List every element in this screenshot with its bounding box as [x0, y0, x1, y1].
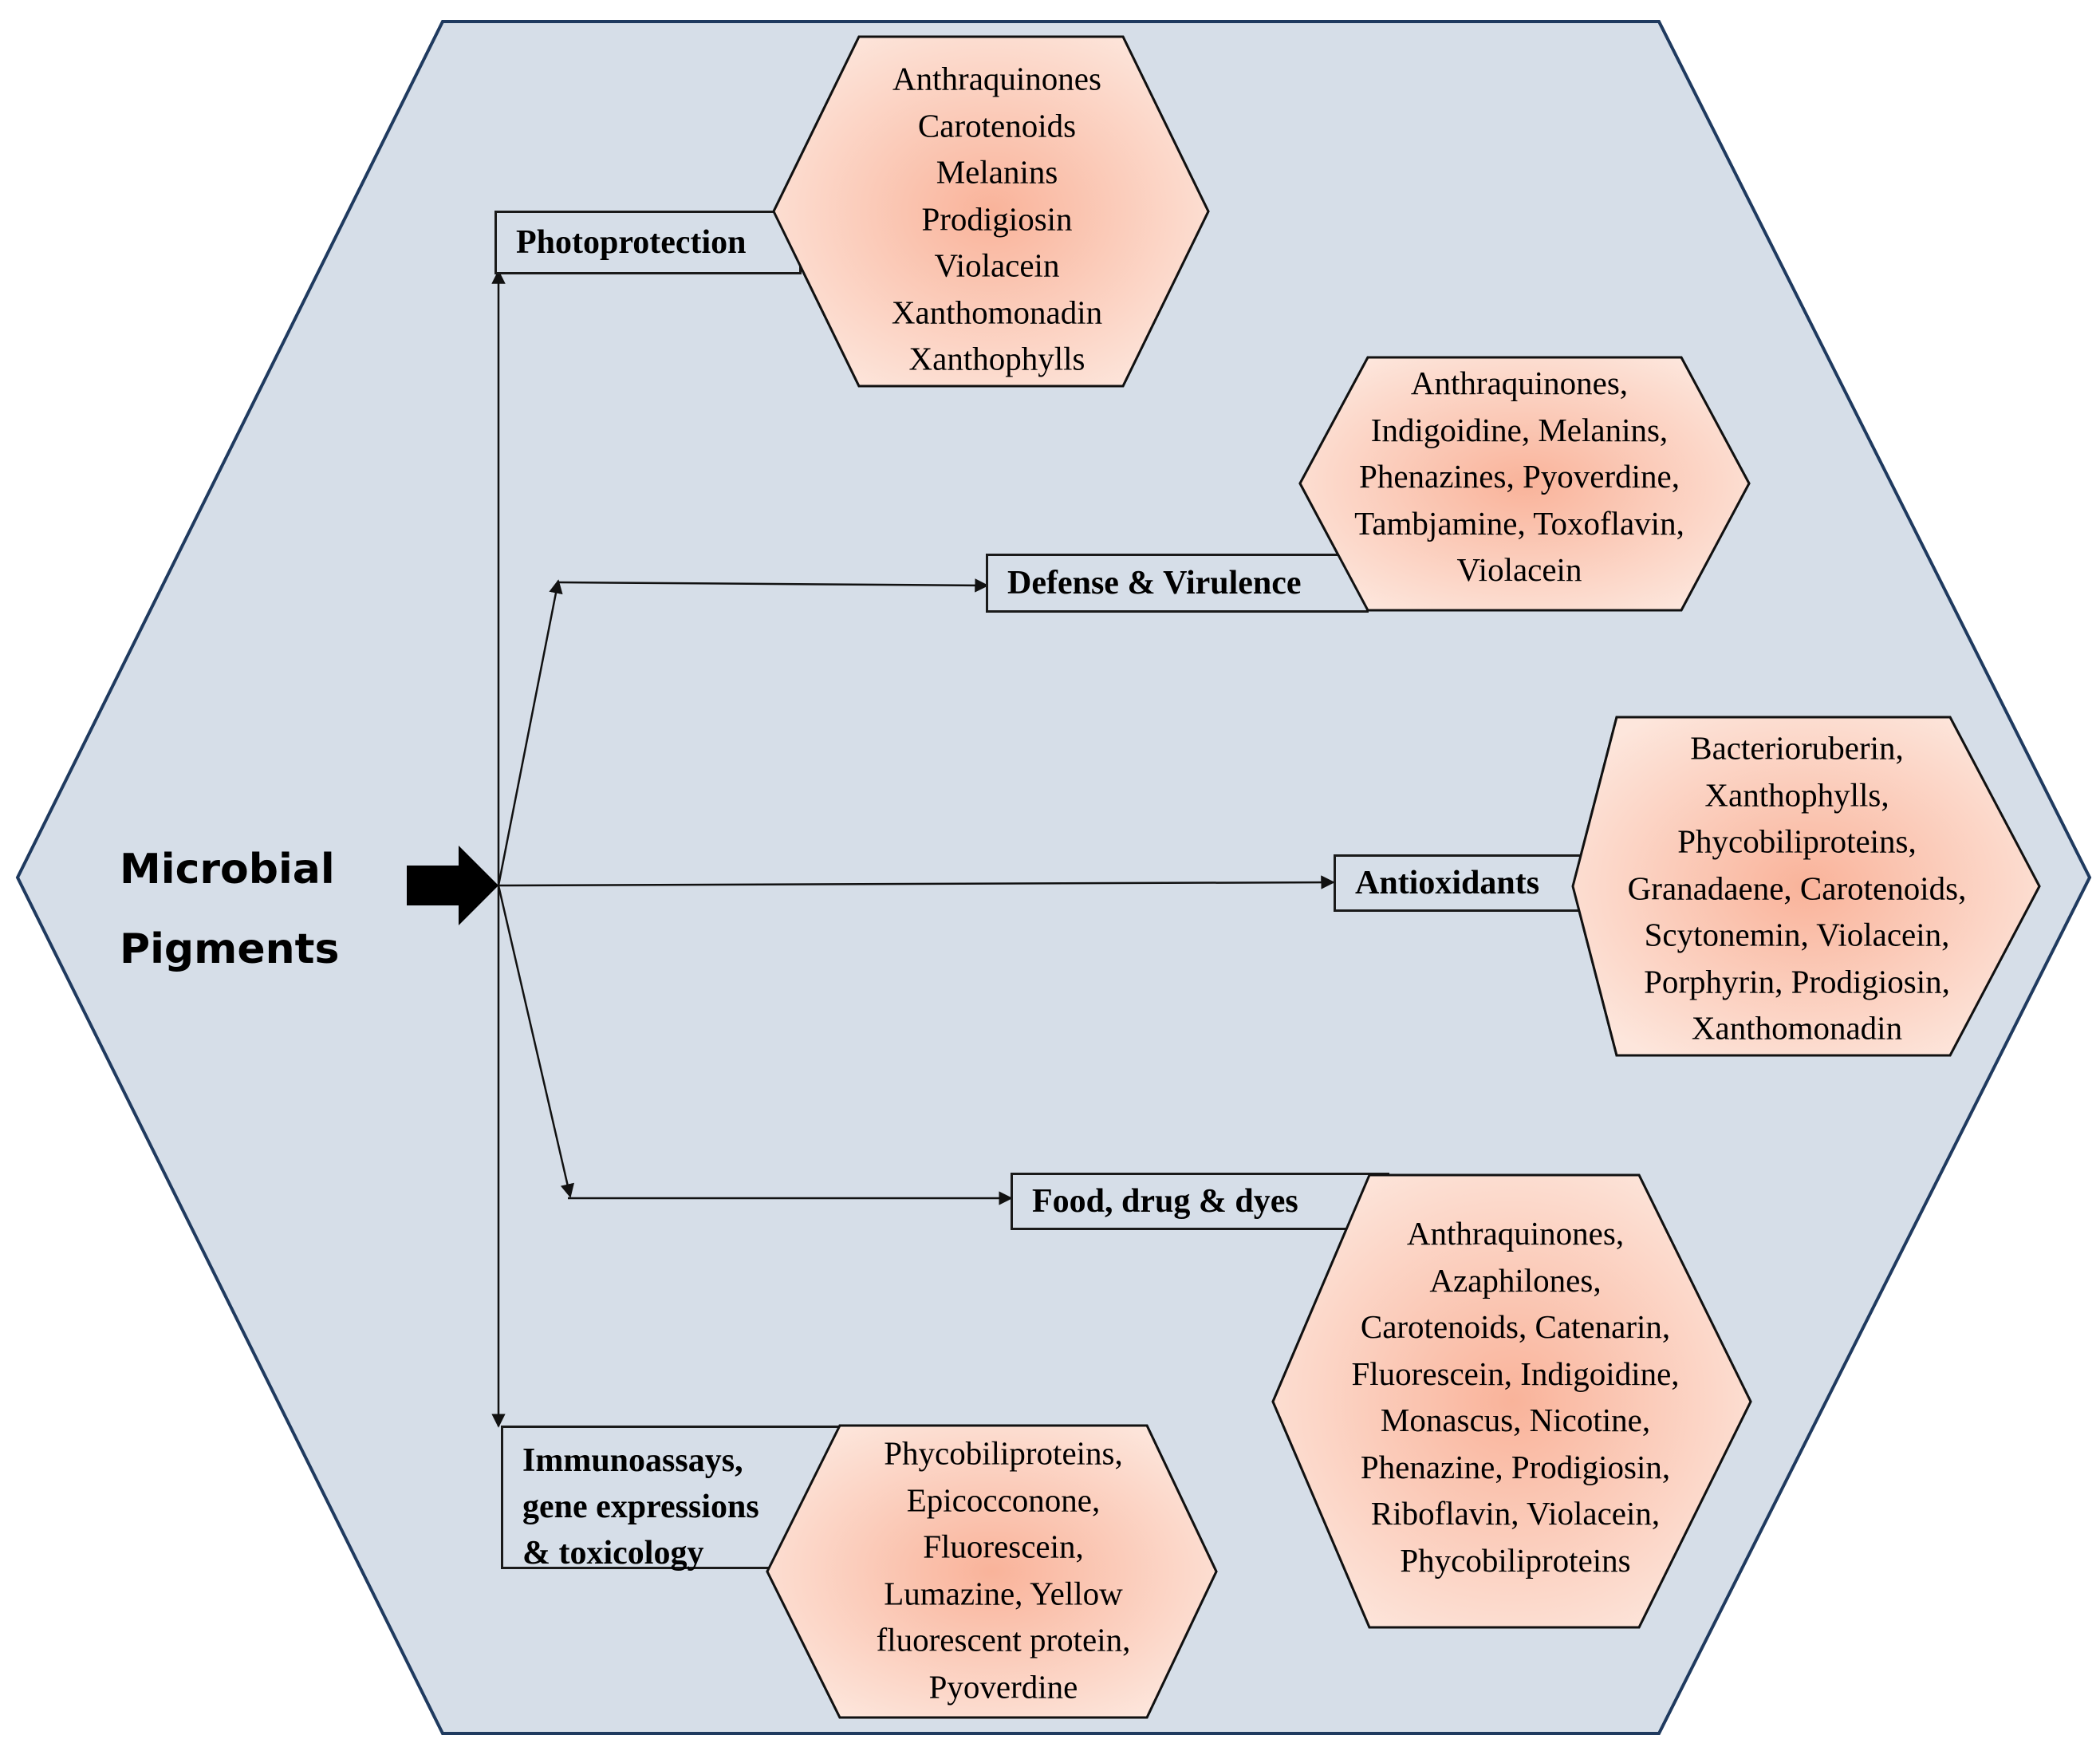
pigment-item: Riboflavin, Violacein, [1370, 1495, 1661, 1532]
pigment-item: Carotenoids, Catenarin, [1360, 1308, 1671, 1345]
connector-defense-diag [497, 579, 563, 886]
connector-food-diag [497, 885, 574, 1198]
pigment-item: Lumazine, Yellow [884, 1575, 1123, 1611]
pigment-item: Xanthomonadin [1691, 1009, 1903, 1047]
connector-antioxidants [498, 875, 1335, 889]
pigment-list-antioxidants: Bacterioruberin, Xanthophylls, Phycobili… [1628, 724, 1967, 1051]
category-label-photoprotection: Photoprotection [494, 211, 802, 274]
pigment-item: Scytonemin, Violacein, [1644, 916, 1950, 953]
pigment-item: Xanthophylls [908, 340, 1085, 377]
pigment-item: Phycobiliproteins, [884, 1434, 1123, 1472]
pigment-item: Epicocconone, [906, 1481, 1101, 1518]
pigment-item: Indigoidine, Melanins, [1370, 411, 1669, 448]
category-label-immuno: Immunoassays, gene expressions & toxicol… [501, 1426, 852, 1572]
pigment-item: Phycobiliproteins [1400, 1541, 1631, 1579]
pigment-item: Granadaene, Carotenoids, [1627, 869, 1967, 906]
pigment-hexagon-antioxidants-overlay [1571, 716, 2041, 1057]
pigment-item: Tambjamine, Toxoflavin, [1354, 504, 1684, 542]
pigment-item: Xanthomonadin [891, 293, 1103, 330]
category-label-text: Photoprotection [516, 224, 747, 261]
pigment-item: fluorescent protein, [876, 1621, 1131, 1658]
category-label-antioxidants: Antioxidants [1334, 854, 1589, 912]
category-label-food: Food, drug & dyes [1011, 1173, 1389, 1230]
pigment-hexagon-immuno-overlay [766, 1424, 1218, 1719]
pigment-item: Azaphilones, [1429, 1261, 1602, 1299]
pigment-hexagon-food-overlay [1271, 1173, 1752, 1629]
pigment-item: Anthraquinones, [1410, 364, 1629, 401]
pigment-item: Pyoverdine [928, 1668, 1078, 1705]
category-label-text: & toxicology [522, 1535, 704, 1572]
pigment-item: Phenazines, Pyoverdine, [1359, 457, 1680, 495]
connector-defense [558, 578, 989, 593]
main-arrow-icon [407, 846, 498, 925]
category-label-text: Immunoassays, [522, 1442, 743, 1479]
pigment-item: Prodigiosin [921, 199, 1073, 237]
pigment-item: Violacein [934, 246, 1060, 284]
main-title-line: Microbial [120, 846, 335, 893]
pigment-list-photoprotection: Anthraquinones Carotenoids Melanins Prod… [892, 55, 1102, 382]
pigment-item: Xanthophylls, [1704, 775, 1889, 813]
pigment-item: Phenazine, Prodigiosin, [1360, 1448, 1671, 1485]
pigment-hexagon-photoprotection-overlay [772, 35, 1210, 388]
pigment-hexagon-defense-overlay [1298, 356, 1751, 612]
main-title: Microbial Pigments [120, 830, 391, 989]
pigment-item: Anthraquinones [892, 60, 1101, 97]
category-label-text: Defense & Virulence [1007, 565, 1302, 601]
pigment-item: Violacein [1456, 550, 1582, 588]
pigment-item: Carotenoids [917, 106, 1077, 144]
pigment-list-immuno: Phycobiliproteins, Epicocconone, Fluores… [877, 1430, 1131, 1710]
pigment-item: Monascus, Nicotine, [1380, 1402, 1651, 1438]
category-label-text: Food, drug & dyes [1032, 1183, 1298, 1220]
pigment-item: Fluorescein, [923, 1528, 1084, 1565]
connectors [491, 270, 1335, 1428]
category-label-text: gene expressions [522, 1489, 759, 1525]
category-label-text: Antioxidants [1355, 865, 1540, 901]
main-title-line: Pigments [120, 925, 340, 973]
pigment-item: Bacterioruberin, [1690, 729, 1904, 767]
pigment-item: Fluorescein, Indigoidine, [1351, 1355, 1680, 1392]
pigment-item: Melanins [936, 153, 1058, 191]
category-label-defense: Defense & Virulence [986, 554, 1369, 613]
pigment-item: Anthraquinones, [1406, 1215, 1625, 1252]
pigment-item: Porphyrin, Prodigiosin, [1644, 962, 1950, 1000]
pigment-list-defense: Anthraquinones, Indigoidine, Melanins, P… [1354, 360, 1684, 594]
pigment-item: Phycobiliproteins, [1677, 822, 1917, 860]
pigment-list-food: Anthraquinones, Azaphilones, Carotenoids… [1351, 1210, 1679, 1583]
